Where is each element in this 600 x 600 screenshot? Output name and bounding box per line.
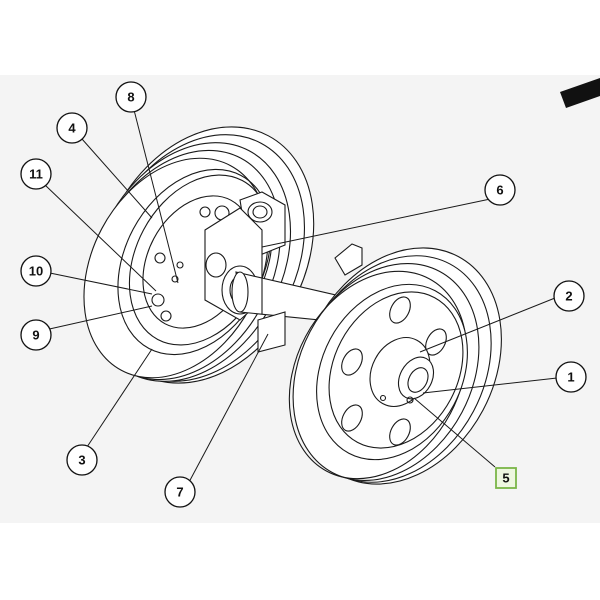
callout-2[interactable]: 2 <box>553 280 585 312</box>
callout-4-circle <box>56 112 88 144</box>
callout-6[interactable]: 6 <box>484 174 516 206</box>
right-wheel <box>288 247 502 485</box>
callout-11[interactable]: 11 <box>20 158 52 190</box>
callout-3[interactable]: 3 <box>66 444 98 476</box>
callout-4[interactable]: 4 <box>56 112 88 144</box>
callout-7-circle <box>164 476 196 508</box>
callout-5-highlight <box>495 467 517 489</box>
callout-1-circle <box>555 361 587 393</box>
callout-5[interactable]: 5 <box>495 467 517 489</box>
right-bracket <box>257 243 363 353</box>
callout-5-label: 5 <box>502 471 509 486</box>
callout-1[interactable]: 1 <box>555 361 587 393</box>
callout-10-circle <box>20 255 52 287</box>
callout-2-circle <box>553 280 585 312</box>
leader-lines <box>44 105 561 485</box>
callouts: 1 2 3 4 5 6 7 8 <box>20 81 587 508</box>
callout-6-circle <box>484 174 516 206</box>
callout-11-circle <box>20 158 52 190</box>
axle <box>231 271 341 323</box>
callout-11-label: 11 <box>29 167 43 182</box>
callout-3-circle <box>66 444 98 476</box>
callout-9[interactable]: 9 <box>20 319 52 351</box>
callout-9-circle <box>20 319 52 351</box>
callout-7-label: 7 <box>176 485 183 500</box>
callout-6-label: 6 <box>496 183 503 198</box>
callout-8-label: 8 <box>127 90 134 105</box>
callout-1-label: 1 <box>567 370 574 385</box>
callout-2-label: 2 <box>565 289 572 304</box>
callout-10[interactable]: 10 <box>20 255 52 287</box>
callout-8[interactable]: 8 <box>115 81 147 113</box>
callout-9-label: 9 <box>32 328 39 343</box>
callout-10-label: 10 <box>29 264 43 279</box>
callout-3-label: 3 <box>78 453 85 468</box>
corner-arrow-mark <box>560 78 600 108</box>
callout-7[interactable]: 7 <box>164 476 196 508</box>
callout-4-label: 4 <box>68 121 76 136</box>
callout-8-circle <box>115 81 147 113</box>
